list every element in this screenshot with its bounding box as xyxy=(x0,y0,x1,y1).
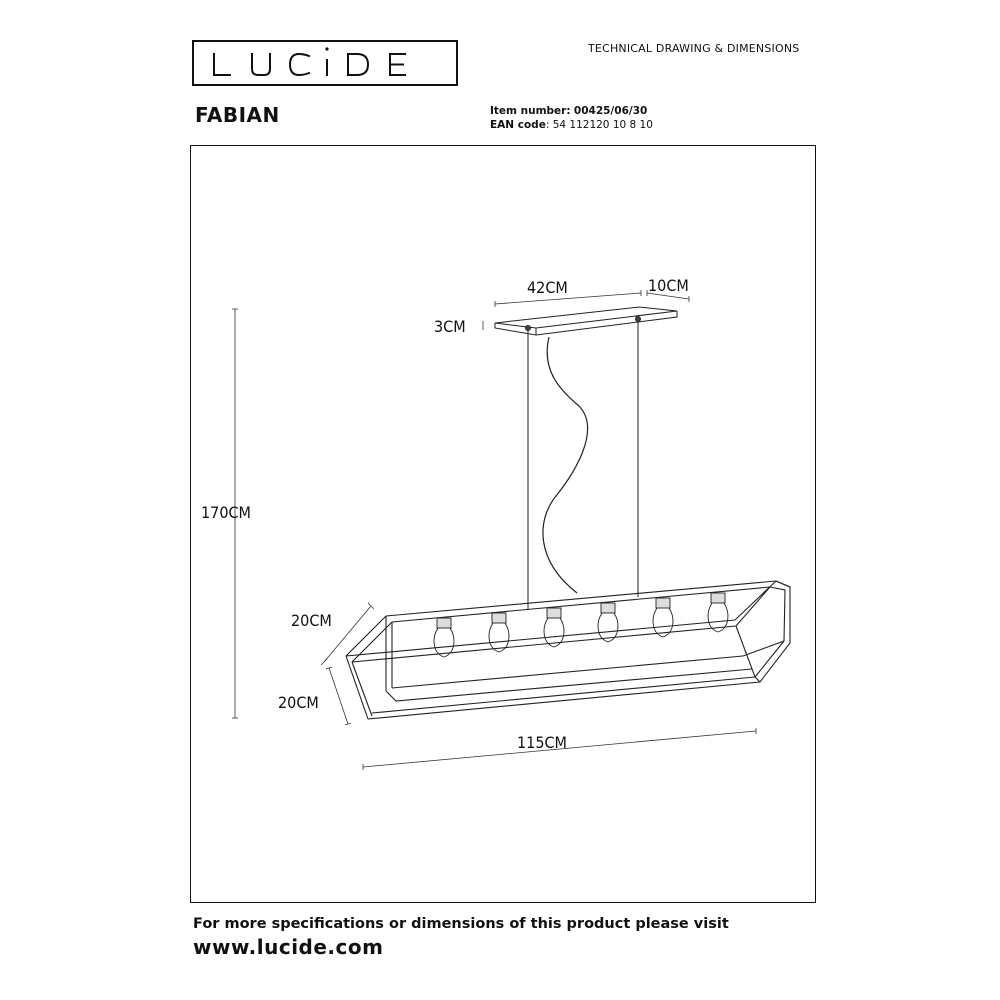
item-number-value: 00425/06/30 xyxy=(573,105,648,117)
dimension-lines xyxy=(232,290,757,770)
ean-code-row: EAN code: 54 112120 10 8 10 xyxy=(490,118,653,132)
document-title: TECHNICAL DRAWING & DIMENSIONS xyxy=(588,42,800,55)
footer-url-link[interactable]: www.lucide.com xyxy=(193,935,384,959)
dim-frame-length: 115CM xyxy=(517,733,567,752)
item-number-row: Item number: 00425/06/30 xyxy=(490,104,647,118)
bulb-6 xyxy=(707,592,729,633)
product-name: FABIAN xyxy=(195,103,280,127)
power-cable xyxy=(542,336,589,594)
bulb-row xyxy=(433,592,729,658)
brand-logo xyxy=(192,40,458,86)
bulb-3 xyxy=(543,607,565,648)
bulb-2 xyxy=(488,612,510,653)
footer-note: For more specifications or dimensions of… xyxy=(193,916,729,932)
dim-canopy-height: 3CM xyxy=(434,317,466,336)
dim-frame-depth: 20CM xyxy=(291,611,332,630)
bulb-4 xyxy=(597,602,619,643)
ean-code-value: : 54 112120 10 8 10 xyxy=(545,119,653,131)
drawing-frame: 42CM 10CM 3CM 170CM 20CM 20CM 115CM xyxy=(190,145,816,903)
ceiling-canopy xyxy=(494,306,678,336)
bulb-5 xyxy=(652,597,674,638)
bulb-1 xyxy=(433,617,455,658)
item-number-label: Item number: xyxy=(490,105,571,117)
rectangular-frame xyxy=(345,580,791,720)
dim-frame-height: 20CM xyxy=(278,693,319,712)
logo-lettering xyxy=(213,47,406,77)
dim-canopy-depth: 10CM xyxy=(648,276,689,295)
dim-total-height: 170CM xyxy=(201,503,251,522)
ean-code-label: EAN code xyxy=(490,119,546,131)
dim-canopy-length: 42CM xyxy=(527,278,568,297)
technical-drawing: 42CM 10CM 3CM 170CM 20CM 20CM 115CM xyxy=(201,276,791,770)
